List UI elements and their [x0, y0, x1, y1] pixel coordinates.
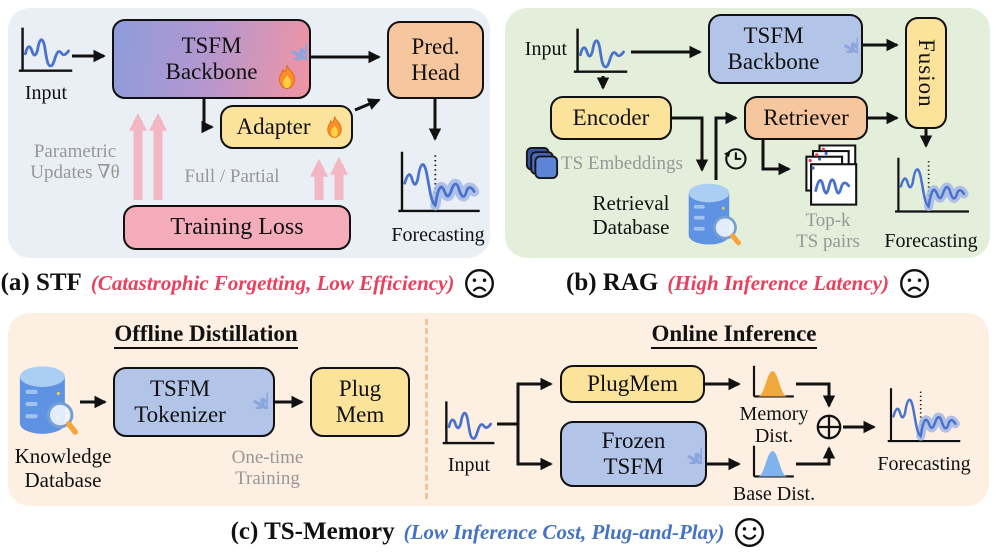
one-time-training-label: One-time Training: [231, 447, 304, 490]
caption-rag: (b) RAG (High Inference Latency): [500, 260, 997, 306]
retriever-box: Retriever: [744, 96, 868, 140]
input-label: Input: [524, 38, 567, 60]
pred-head-label: Pred. Head: [411, 34, 460, 85]
forecasting-chart-icon: [882, 385, 966, 451]
pred-head-box: Pred. Head: [387, 21, 484, 99]
caption-rag-title: (b) RAG: [566, 269, 659, 296]
panel-ts-memory: Offline Distillation Online Inference Kn…: [8, 313, 989, 506]
caption-rag-note: (High Inference Latency): [667, 270, 889, 295]
retrieval-database-label: Retrieval Database: [592, 191, 670, 239]
tsfm-tokenizer-label: TSFM Tokenizer: [134, 376, 226, 427]
plug-mem-box: Plug Mem: [310, 367, 410, 437]
adapter-box: Adapter: [220, 105, 353, 149]
training-loss-box: Training Loss: [123, 205, 351, 250]
tsfm-tokenizer-box: TSFM Tokenizer: [113, 367, 275, 437]
history-clock-icon: [721, 144, 749, 172]
ts-embeddings-label: TS Embeddings: [561, 153, 683, 174]
offline-distillation-title: Offline Distillation: [60, 321, 352, 349]
offline-online-divider: [425, 319, 428, 499]
caption-ts-memory-title: (c) TS-Memory: [230, 518, 395, 545]
ts-embeddings-icon: [525, 146, 559, 180]
input-label: Input: [24, 82, 68, 104]
snowflake-icon: [824, 19, 858, 53]
plugmem-box: PlugMem: [560, 365, 705, 403]
sad-face-icon: [463, 267, 496, 300]
caption-stf-note: (Catastrophic Forgetting, Low Efficiency…: [90, 270, 455, 295]
snowflake-icon: [269, 22, 307, 60]
frozen-tsfm-label: Frozen TSFM: [601, 428, 666, 479]
caption-stf: (a) STF (Catastrophic Forgetting, Low Ef…: [0, 260, 497, 306]
retrieval-database-icon: [687, 179, 741, 251]
offline-distillation-title-text: Offline Distillation: [114, 321, 298, 349]
tsfm-backbone-label: TSFM Backbone: [165, 33, 258, 84]
caption-stf-title: (a) STF: [0, 269, 82, 296]
forecasting-chart-icon: [890, 154, 974, 222]
knowledge-database-icon: [18, 361, 78, 441]
full-partial-label: Full / Partial: [184, 166, 280, 187]
frozen-tsfm-box: Frozen TSFM: [560, 421, 707, 487]
encoder-box: Encoder: [550, 96, 672, 140]
snowflake-icon: [232, 373, 268, 409]
panel-stf-arrows: [72, 49, 442, 200]
caption-ts-memory: (c) TS-Memory (Low Inference Cost, Plug-…: [0, 509, 997, 555]
base-distribution-icon: [748, 443, 798, 481]
input-timeseries-icon: [440, 398, 498, 450]
input-timeseries-icon: [16, 24, 76, 78]
adapter-label: Adapter: [236, 114, 311, 140]
memory-dist-label: Memory Dist.: [739, 403, 809, 448]
panel-stf: Input TSFM Backbone Pred. Head Adapter T…: [8, 8, 490, 258]
online-inference-title-text: Online Inference: [651, 321, 817, 349]
caption-ts-memory-note: (Low Inference Cost, Plug-and-Play): [403, 519, 725, 544]
plus-combine-icon: [815, 413, 843, 441]
forecasting-chart-icon: [390, 148, 488, 222]
sad-face-icon: [898, 267, 931, 300]
fire-icon: [323, 115, 346, 141]
plugmem-label: PlugMem: [587, 371, 678, 397]
fusion-label: Fusion: [913, 38, 939, 108]
forecasting-label: Forecasting: [391, 224, 485, 246]
fire-icon: [274, 64, 300, 92]
base-dist-label: Base Dist.: [732, 483, 816, 505]
tsfm-backbone-label: TSFM Backbone: [727, 23, 820, 74]
panel-ts-memory-arrows: [80, 377, 876, 471]
topk-ts-pairs-icon: [797, 144, 859, 207]
tsfm-backbone-box: TSFM Backbone: [112, 19, 311, 99]
knowledge-database-label: Knowledge Database: [14, 444, 112, 492]
input-timeseries-icon: [571, 25, 631, 79]
topk-ts-pairs-label: Top-k TS pairs: [796, 210, 860, 253]
input-label: Input: [447, 454, 491, 476]
forecasting-label: Forecasting: [884, 230, 978, 252]
memory-distribution-icon: [748, 363, 798, 401]
training-loss-label: Training Loss: [170, 214, 304, 241]
happy-face-icon: [733, 516, 766, 549]
retriever-label: Retriever: [763, 105, 849, 131]
encoder-label: Encoder: [572, 105, 650, 131]
online-inference-title: Online Inference: [588, 321, 880, 349]
tsfm-backbone-box: TSFM Backbone: [708, 14, 863, 84]
panel-rag-arrows: [596, 38, 933, 180]
forecasting-label: Forecasting: [877, 453, 971, 475]
panel-rag: Input TSFM Backbone Fusion Encoder Retri…: [505, 8, 990, 258]
parametric-updates-label: Parametric Updates ∇θ: [30, 141, 120, 184]
plug-mem-label: Plug Mem: [335, 376, 385, 427]
fusion-box: Fusion: [905, 17, 947, 129]
snowflake-icon: [666, 428, 702, 464]
